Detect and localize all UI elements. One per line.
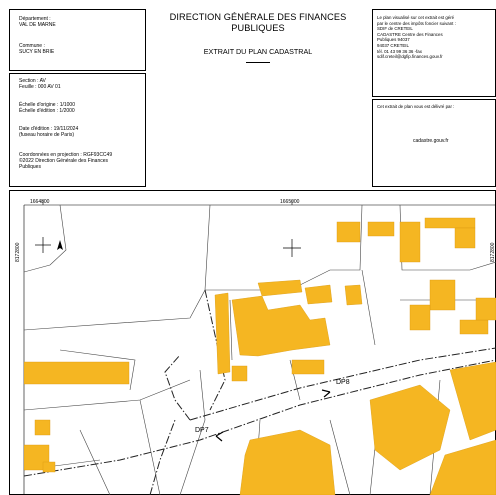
dp7-arrow-icon bbox=[215, 431, 224, 442]
coord-x1-label: 1664800 bbox=[30, 199, 50, 205]
coord-x2-label: 1665000 bbox=[280, 199, 300, 205]
coord-y-label-right: 8172800 bbox=[490, 242, 496, 262]
page-title: DIRECTION GÉNÉRALE DES FINANCES PUBLIQUE… bbox=[169, 12, 347, 33]
dp7-label: DP7 bbox=[195, 427, 209, 434]
title-block: DIRECTION GÉNÉRALE DES FINANCES PUBLIQUE… bbox=[146, 12, 370, 63]
road-lines bbox=[24, 289, 496, 495]
site-text: cadastre.gouv.fr bbox=[413, 138, 449, 144]
date-text: Date d'édition : 19/11/2024 (fuseau hora… bbox=[19, 126, 79, 138]
dp8-label: DP8 bbox=[336, 379, 350, 386]
delivre-text: Cet extrait de plan vous est délivré par… bbox=[377, 104, 455, 109]
section-text: Section : AV Feuille : 000 AV 01 bbox=[19, 78, 61, 90]
coord-y-label: 8172800 bbox=[15, 242, 21, 262]
centre-box: Le plan visualisé sur cet extrait est gé… bbox=[372, 9, 496, 97]
buildings bbox=[24, 217, 496, 495]
commune-text: Commune : SUCY EN BRIE bbox=[19, 43, 55, 55]
commune-box: Département : VAL DE MARNE Commune : SUC… bbox=[9, 9, 146, 71]
dp8-arrow-icon bbox=[321, 389, 331, 398]
north-arrow-icon bbox=[57, 240, 63, 250]
delivre-box: Cet extrait de plan vous est délivré par… bbox=[372, 99, 496, 187]
departement-text: Département : VAL DE MARNE bbox=[19, 16, 56, 28]
echelle-text: Échelle d'origine : 1/1000 Échelle d'édi… bbox=[19, 102, 75, 114]
subtitle-rule bbox=[246, 62, 270, 63]
coords-text: Coordonnées en projection : RGF93CC49 ©2… bbox=[19, 152, 113, 170]
page-subtitle: EXTRAIT DU PLAN CADASTRAL bbox=[203, 47, 313, 56]
centre-text: Le plan visualisé sur cet extrait est gé… bbox=[377, 15, 456, 60]
section-box: Section : AV Feuille : 000 AV 01 Échelle… bbox=[9, 73, 146, 187]
grid-crosses bbox=[35, 237, 301, 257]
